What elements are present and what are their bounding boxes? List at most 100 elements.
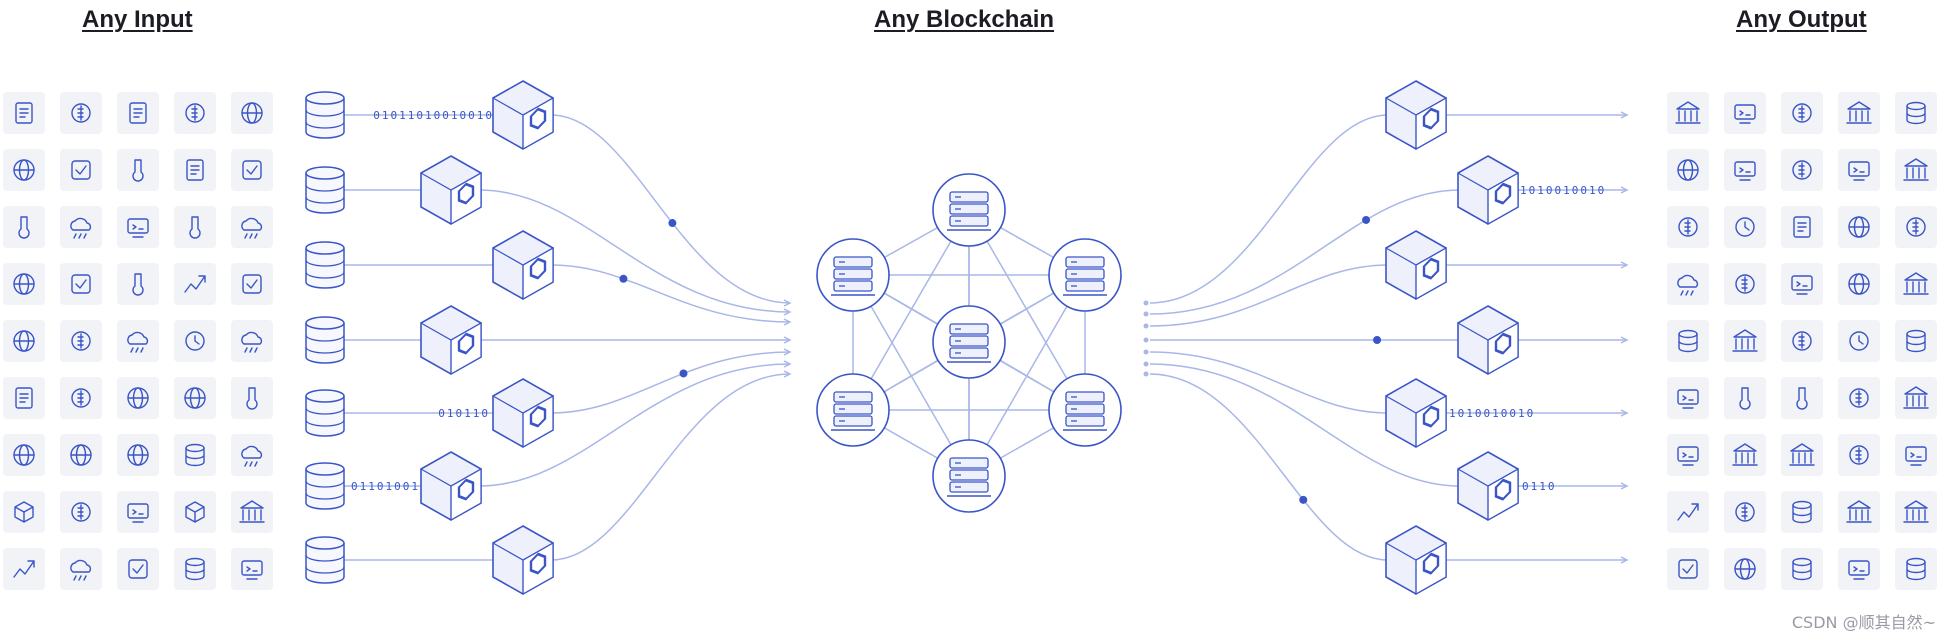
input-databases [305,91,345,584]
people-rain-icon [60,206,102,248]
globe-lock-icon [1667,149,1709,191]
input-database-icon [305,536,345,584]
output-curve [1149,363,1461,487]
database-icon [1895,92,1937,134]
input-curve [550,264,791,323]
input-oracle-node-icon [420,451,482,522]
pound-icon [1838,434,1880,476]
dollar-coin-icon [60,92,102,134]
vehicle-globe-icon [3,263,45,305]
bank-cart-icon [1838,92,1880,134]
output-binary-stream: 0110 [1522,480,1557,493]
checklist-edit-icon [174,149,216,191]
tether-icon [1781,320,1823,362]
input-icon-grid [3,92,273,590]
ladder-icon [174,320,216,362]
binary-streams: 0101101001001001011001101001101001001010… [351,109,1604,493]
dai-icon [1838,377,1880,419]
monitor-upload-icon [117,491,159,533]
database-sync-icon [174,434,216,476]
oracle-nodes [420,80,1519,596]
spire-icon [1895,491,1937,533]
coins-growth-icon [174,92,216,134]
courthouse-icon [1724,434,1766,476]
input-oracle-node-icon [492,230,554,301]
hard-drive-icon [1781,548,1823,590]
server-icon [1781,491,1823,533]
database-lock-icon [1895,548,1937,590]
output-oracle-node-icon [1457,451,1519,522]
input-oracle-node-icon [420,305,482,376]
watermark: CSDN @顺其自然~ [1791,613,1936,632]
city-icon [1895,377,1937,419]
blockchain-server-node-icon [1048,373,1122,447]
cart-icon [174,263,216,305]
car-icon [60,149,102,191]
buildings-icon [1667,92,1709,134]
gears-icon [1781,377,1823,419]
capitol-icon [1781,434,1823,476]
atom-icon [60,434,102,476]
blockchain-server-node-icon [816,373,890,447]
code-window-icon [60,548,102,590]
output-curve [1149,373,1389,561]
input-database-icon [305,91,345,139]
input-database-icon [305,241,345,289]
sun-thermometer-icon [117,377,159,419]
wind-turbine-icon [117,320,159,362]
gold-bars-icon [231,263,273,305]
layout-icon [1838,548,1880,590]
input-oracle-node-icon [492,80,554,151]
monitor-check-icon [1667,434,1709,476]
bitcoin-icon [1724,263,1766,305]
cubes-icon [1724,377,1766,419]
soccer-ball-icon [117,434,159,476]
cloud-snow-icon [231,434,273,476]
coin-flip-icon [60,320,102,362]
landscape-icon [231,149,273,191]
data-packet-dot [1362,215,1371,224]
thermometer-face-icon [3,548,45,590]
truck-clock-icon [174,206,216,248]
chart-building-icon [1838,491,1880,533]
output-oracle-node-icon [1385,230,1447,301]
connection-lines [344,111,1629,564]
input-oracle-node-icon [492,525,554,596]
museum-icon [1895,263,1937,305]
euro-icon [1895,206,1937,248]
device-card-icon [1724,92,1766,134]
input-oracle-node-icon [420,155,482,226]
invoice-icon [117,92,159,134]
database-stack-icon [1667,320,1709,362]
output-oracle-node-icon [1457,155,1519,226]
output-oracle-node-icon [1385,525,1447,596]
output-curve [1149,351,1389,414]
blockchain-mesh [816,173,1122,513]
phone-dollar-icon [1667,206,1709,248]
heading-any-input: Any Input [82,6,193,33]
image-database-icon [174,548,216,590]
document-sign-icon [3,377,45,419]
input-curve [550,114,791,304]
data-packet-dot [668,219,677,228]
basketball-hoop-icon [3,320,45,362]
globe-bank-icon [1838,263,1880,305]
dashboard-icon [1895,434,1937,476]
hand-bitcoin-icon [60,491,102,533]
card-check-icon [1724,149,1766,191]
football-icon [174,377,216,419]
binary-user-icon [117,263,159,305]
input-curve [478,363,791,487]
output-icon-grid [1667,92,1937,590]
map-pin-icon [3,491,45,533]
input-database-icon [305,389,345,437]
laptop-dollar-icon [60,377,102,419]
heading-any-output: Any Output [1736,6,1867,33]
bank-icon [1895,149,1937,191]
input-database-icon [305,462,345,510]
globe-icon [1838,206,1880,248]
blockchain-server-node-icon [932,439,1006,513]
terminal-icon [1838,149,1880,191]
bank-building-icon [1724,320,1766,362]
